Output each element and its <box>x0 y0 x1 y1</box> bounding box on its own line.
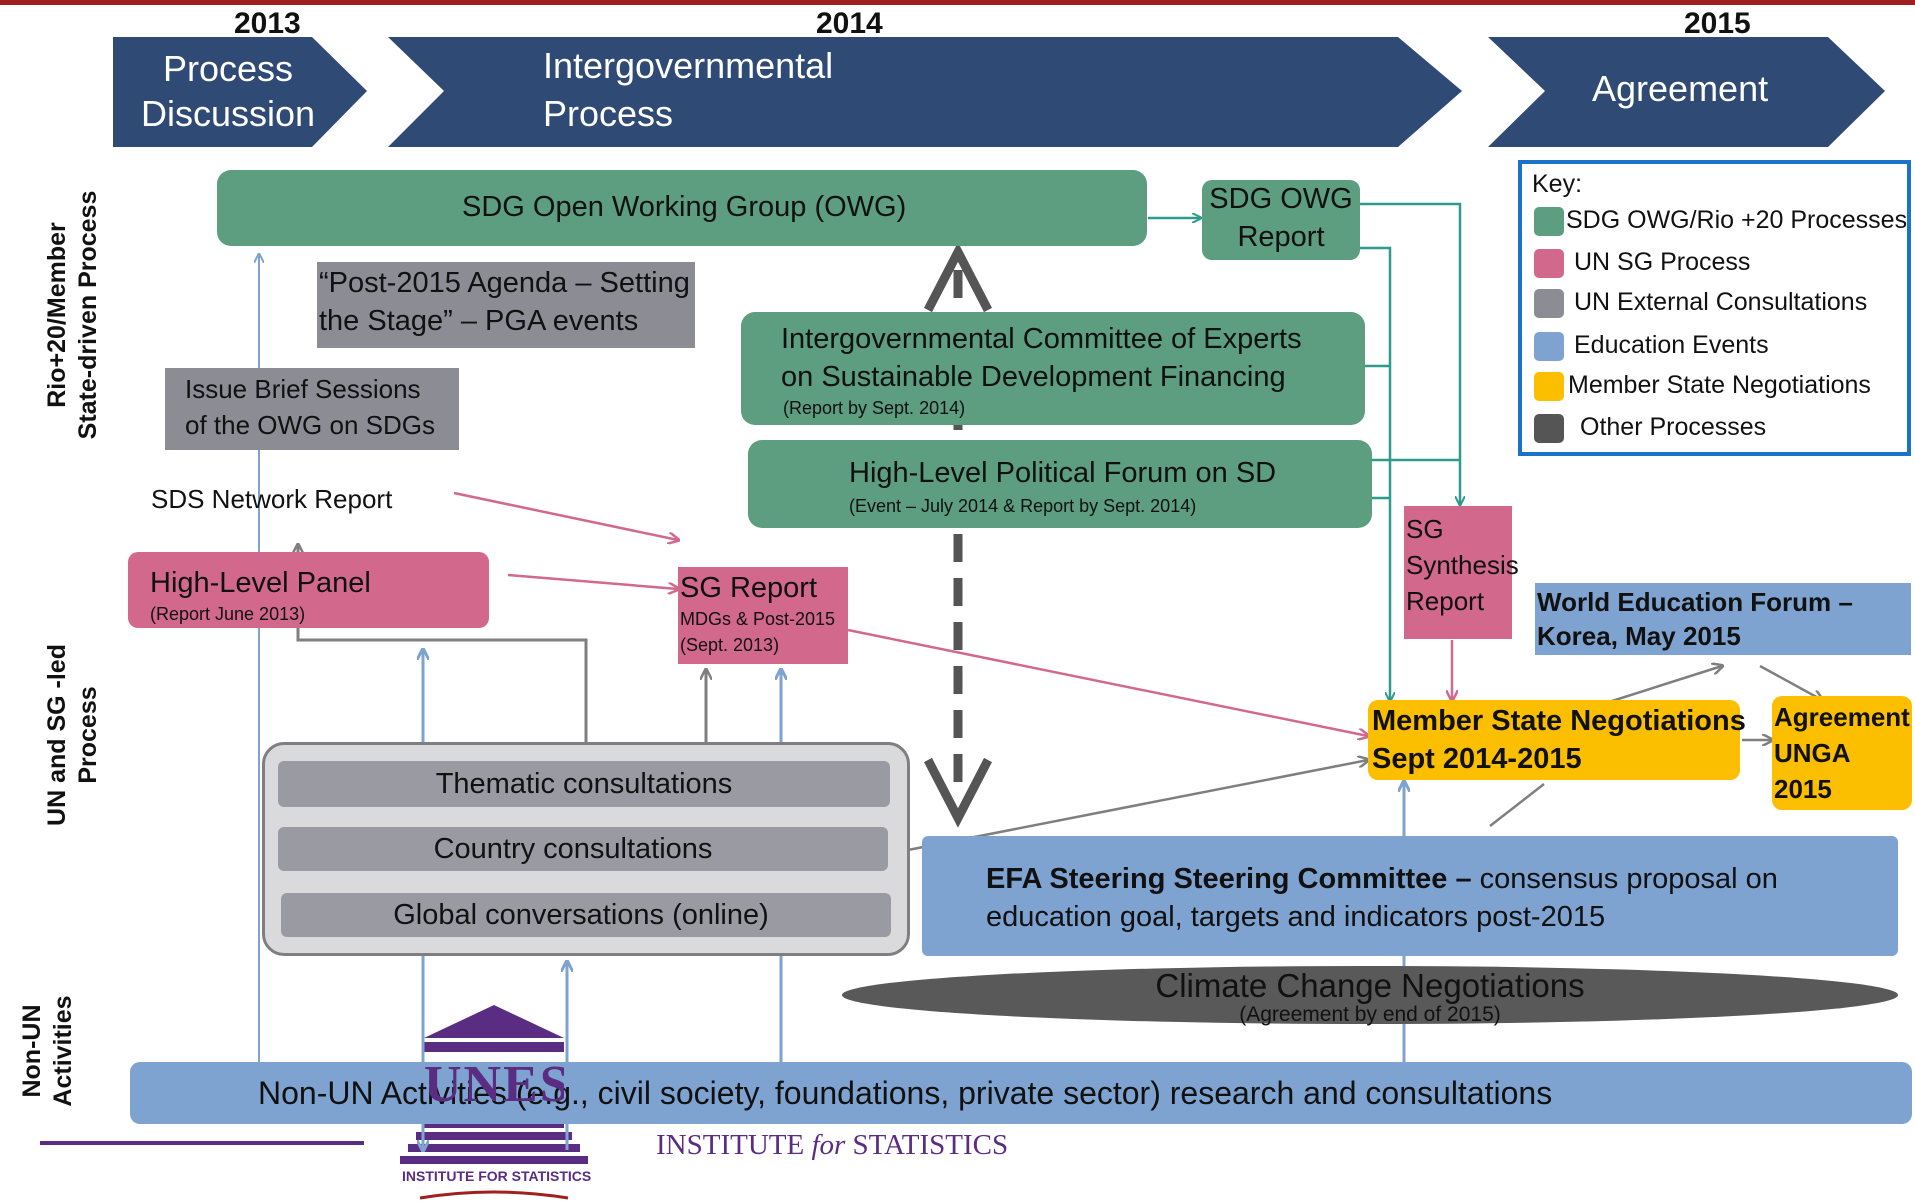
thematic-consultations-box: Thematic consultations <box>278 761 890 807</box>
sg-synthesis-report-box: SG Synthesis Report <box>1404 506 1519 639</box>
phase-agreement-label: Agreement <box>1592 68 1769 109</box>
owg-box: SDG Open Working Group (OWG) <box>217 170 1147 246</box>
phase-discussion-label: Process Discussion <box>140 48 316 134</box>
unesco-logo-letters: UNESCO <box>424 1056 564 1113</box>
country-consultations-box: Country consultations <box>278 827 888 871</box>
year-2014: 2014 <box>816 7 883 40</box>
top-brand-strip <box>0 0 1915 5</box>
sds-network-report: SDS Network Report <box>151 484 393 514</box>
phase-arrow-intergovernmental <box>388 37 1462 147</box>
hlpf-box: High-Level Political Forum on SD (Event … <box>748 440 1372 528</box>
legend-swatch-blue <box>1534 332 1564 361</box>
institute-wordmark: INSTITUTE for STATISTICS <box>656 1129 1009 1161</box>
year-2013: 2013 <box>234 7 301 40</box>
world-education-forum-box: World Education Forum – Korea, May 2015 <box>1535 583 1911 655</box>
agreement-unga-box: Agreement UNGA 2015 <box>1772 696 1912 810</box>
legend-swatch-green <box>1534 207 1564 236</box>
climate-change-box: Climate Change Negotiations (Agreement b… <box>842 966 1898 1026</box>
unesco-logo-caption: INSTITUTE FOR STATISTICS <box>402 1168 592 1184</box>
phase-intergovernmental-label: Intergovernmental Process <box>543 45 834 134</box>
legend-swatch-gold <box>1534 372 1564 401</box>
pga-events-box: “Post-2015 Agenda – Setting the Stage” –… <box>317 262 695 348</box>
high-level-panel-box: High-Level Panel (Report June 2013) <box>128 552 489 628</box>
global-conversations-box: Global conversations (online) <box>281 893 891 937</box>
row-label-un-sg: UN and SG -led Process <box>43 644 102 826</box>
issue-brief-box: Issue Brief Sessions of the OWG on SDGs <box>165 368 459 450</box>
legend-swatch-pink <box>1534 249 1564 278</box>
key-legend: Key: SDG OWG/Rio +20 Processes UN SG Pro… <box>1518 160 1911 456</box>
sg-report-box: SG Report MDGs & Post-2015 (Sept. 2013) <box>678 567 848 664</box>
unesco-logo <box>40 1005 588 1200</box>
phase-arrow-discussion <box>113 37 367 147</box>
non-un-activities-bar: Non-UN Activities (e.g., civil society, … <box>130 1062 1912 1124</box>
year-2015: 2015 <box>1684 7 1751 40</box>
legend-swatch-dark <box>1534 414 1564 443</box>
efa-steering-committee-box: EFA Steering Steering Committee – consen… <box>922 836 1898 956</box>
icesdf-box: Intergovernmental Committee of Experts o… <box>741 312 1365 425</box>
row-label-member-state: Rio+20/Member State-driven Process <box>43 190 102 440</box>
phase-arrow-agreement <box>1488 37 1885 147</box>
member-state-negotiations-box: Member State Negotiations Sept 2014-2015 <box>1368 700 1746 780</box>
owg-report-box: SDG OWG Report <box>1202 180 1360 260</box>
row-label-non-un: Non-UN Activities <box>18 995 77 1107</box>
legend-swatch-grey <box>1534 289 1564 318</box>
consultations-container: Thematic consultations Country consultat… <box>262 742 910 956</box>
